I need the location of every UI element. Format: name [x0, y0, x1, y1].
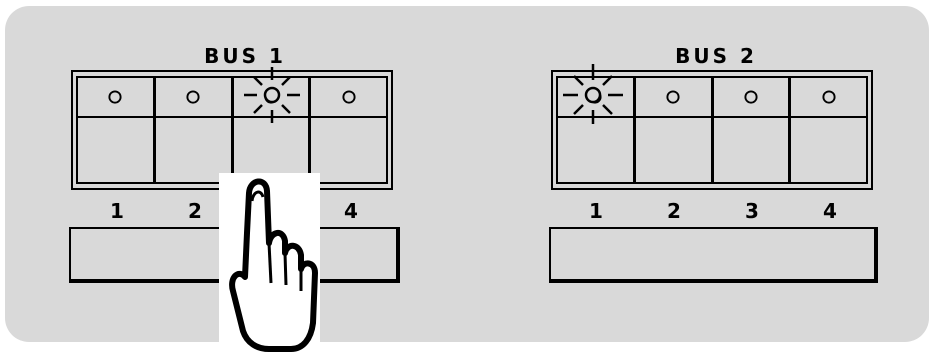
bus-2-key-bank: [551, 70, 873, 190]
led-indicator-icon: [186, 90, 200, 104]
bus-2-label-strip: [549, 227, 878, 283]
led-indicator-icon: [108, 90, 122, 104]
bus-1-title: BUS 1: [204, 44, 286, 68]
bus-1-key-number: 2: [188, 199, 202, 223]
bus-2-key-4[interactable]: [791, 78, 866, 182]
bus-1-key-3[interactable]: [233, 78, 312, 182]
pointing-hand: [219, 173, 320, 352]
bus-2-key-number: 1: [589, 199, 603, 223]
led-indicator-icon: [744, 90, 758, 104]
bus-1-key-number: 4: [344, 199, 358, 223]
bus-1-key-1[interactable]: [78, 78, 156, 182]
bus-2-key-number: 4: [823, 199, 837, 223]
bus-1-key-bank: [71, 70, 393, 190]
led-indicator-icon: [666, 90, 680, 104]
led-indicator-icon: [822, 90, 836, 104]
bus-2-key-3[interactable]: [713, 78, 792, 182]
bus-2-key-number: 2: [667, 199, 681, 223]
bus-1-key-2[interactable]: [155, 78, 234, 182]
bus-2-key-2[interactable]: [635, 78, 714, 182]
bus-2-key-1[interactable]: [558, 78, 636, 182]
pointing-hand-icon: [229, 178, 318, 352]
led-indicator-icon: [588, 90, 602, 104]
bus-2-title: BUS 2: [675, 44, 757, 68]
bus-1-key-4[interactable]: [311, 78, 386, 182]
led-indicator-icon: [264, 90, 278, 104]
bus-1-key-number: 1: [110, 199, 124, 223]
bus-2-key-number: 3: [745, 199, 759, 223]
led-indicator-icon: [342, 90, 356, 104]
